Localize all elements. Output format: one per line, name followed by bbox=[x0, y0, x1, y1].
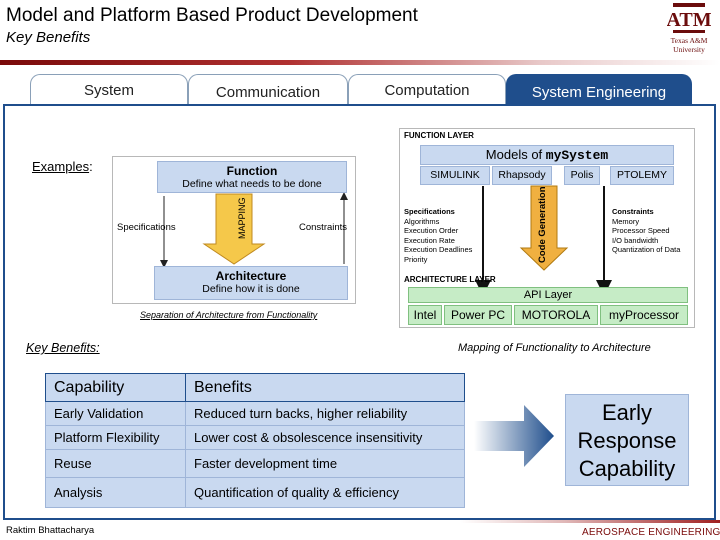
key-benefits-label: Key Benefits: bbox=[26, 341, 100, 355]
specifications-list: Specifications Algorithms Execution Orde… bbox=[404, 207, 472, 265]
constraint-item: Memory bbox=[612, 216, 640, 226]
diagram-arrows bbox=[160, 192, 348, 268]
early-response-capability-box: Early Response Capability bbox=[565, 394, 689, 486]
architecture-box: Architecture Define how it is done bbox=[154, 266, 348, 300]
footer-department: AEROSPACE ENGINEERING bbox=[582, 527, 720, 538]
code-generation-arrow bbox=[519, 185, 569, 271]
benefit-cell: Quantification of quality & efficiency bbox=[185, 477, 465, 508]
constraints-list: Constraints Memory Processor Speed I/O b… bbox=[612, 207, 680, 255]
university-logo: ATM Texas A&M University bbox=[662, 2, 716, 58]
function-box: Function Define what needs to be done bbox=[157, 161, 347, 193]
tab-system[interactable]: System bbox=[30, 74, 188, 105]
specifications-label: Specifications bbox=[117, 222, 176, 233]
table-row: Reuse Faster development time bbox=[45, 449, 465, 478]
constraints-label: Constraints bbox=[299, 222, 348, 233]
code-generation-label: Code Generation bbox=[537, 186, 548, 263]
function-subtitle: Define what needs to be done bbox=[182, 178, 322, 190]
benefit-cell: Faster development time bbox=[185, 449, 465, 478]
tool-polis: Polis bbox=[564, 166, 600, 185]
footer-author: Raktim Bhattacharya bbox=[6, 525, 95, 536]
processor-myprocessor: myProcessor bbox=[600, 305, 688, 325]
architecture-layer-label: ARCHITECTURE LAYER bbox=[404, 275, 496, 284]
tool-rhapsody: Rhapsody bbox=[492, 166, 552, 185]
layer-arrows bbox=[475, 185, 612, 296]
early-response-line: Response bbox=[577, 428, 677, 453]
models-prefix: Models of bbox=[485, 147, 546, 162]
capability-cell: Platform Flexibility bbox=[45, 425, 186, 450]
footer-divider bbox=[460, 520, 720, 523]
table-row: Early Validation Reduced turn backs, hig… bbox=[45, 401, 465, 426]
benefit-cell: Lower cost & obsolescence insensitivity bbox=[185, 425, 465, 450]
spec-item: Execution Deadlines bbox=[404, 245, 473, 255]
separation-caption: Separation of Architecture from Function… bbox=[140, 310, 318, 320]
logo-text-line2: University bbox=[673, 45, 705, 54]
architecture-subtitle: Define how it is done bbox=[202, 283, 300, 295]
api-layer-bar: API Layer bbox=[408, 287, 688, 303]
capability-cell: Analysis bbox=[45, 477, 186, 508]
spec-list-head: Specifications bbox=[404, 207, 455, 216]
spec-item: Algorithms bbox=[404, 216, 440, 226]
table-header-row: Capability Benefits bbox=[45, 373, 465, 402]
capability-cell: Early Validation bbox=[45, 401, 186, 426]
constraint-item: Processor Speed bbox=[612, 226, 670, 236]
processor-motorola: MOTOROLA bbox=[514, 305, 598, 325]
table-row: Platform Flexibility Lower cost & obsole… bbox=[45, 425, 465, 450]
mapping-label: MAPPING bbox=[237, 197, 247, 239]
spec-item: Execution Order bbox=[404, 226, 459, 236]
examples-label-colon: : bbox=[89, 159, 93, 174]
page-subtitle: Key Benefits bbox=[6, 29, 91, 46]
tool-simulink: SIMULINK bbox=[420, 166, 490, 185]
early-response-line: Early bbox=[601, 400, 653, 425]
table-row: Analysis Quantification of quality & eff… bbox=[45, 477, 465, 508]
benefits-table: Capability Benefits Early Validation Red… bbox=[45, 373, 465, 508]
examples-label: Examples: bbox=[32, 159, 93, 174]
processor-powerpc: Power PC bbox=[444, 305, 512, 325]
early-response-line: Capability bbox=[578, 456, 676, 481]
mapping-arrow bbox=[202, 193, 266, 265]
constraint-item: I/O bandwidth bbox=[612, 235, 659, 245]
models-system-name: mySystem bbox=[545, 148, 609, 163]
tab-system-engineering[interactable]: System Engineering bbox=[506, 74, 692, 105]
tool-ptolemy: PTOLEMY bbox=[610, 166, 674, 185]
function-layer-label: FUNCTION LAYER bbox=[404, 131, 474, 140]
tab-communication[interactable]: Communication bbox=[188, 74, 348, 105]
atm-logo-icon: ATM bbox=[667, 3, 711, 33]
spec-item: Priority bbox=[404, 254, 428, 264]
capability-cell: Reuse bbox=[45, 449, 186, 478]
page-title: Model and Platform Based Product Develop… bbox=[6, 5, 418, 26]
constraint-list-head: Constraints bbox=[612, 207, 654, 216]
header-divider bbox=[0, 60, 720, 65]
architecture-title: Architecture bbox=[215, 269, 287, 283]
benefit-cell: Reduced turn backs, higher reliability bbox=[185, 401, 465, 426]
svg-text:ATM: ATM bbox=[667, 9, 711, 31]
processor-intel: Intel bbox=[408, 305, 442, 325]
right-arrow-icon bbox=[474, 405, 554, 467]
tab-computation[interactable]: Computation bbox=[348, 74, 506, 105]
header-benefits: Benefits bbox=[185, 373, 465, 402]
header-capability: Capability bbox=[45, 373, 186, 402]
mapping-caption: Mapping of Functionality to Architecture bbox=[458, 342, 651, 354]
spec-item: Execution Rate bbox=[404, 235, 455, 245]
models-of-mysystem-bar: Models of mySystem bbox=[420, 145, 674, 165]
function-title: Function bbox=[226, 164, 278, 178]
constraint-item: Quantization of Data bbox=[612, 245, 681, 255]
examples-label-text: Examples bbox=[32, 159, 90, 174]
logo-text-line1: Texas A&M bbox=[670, 36, 708, 45]
